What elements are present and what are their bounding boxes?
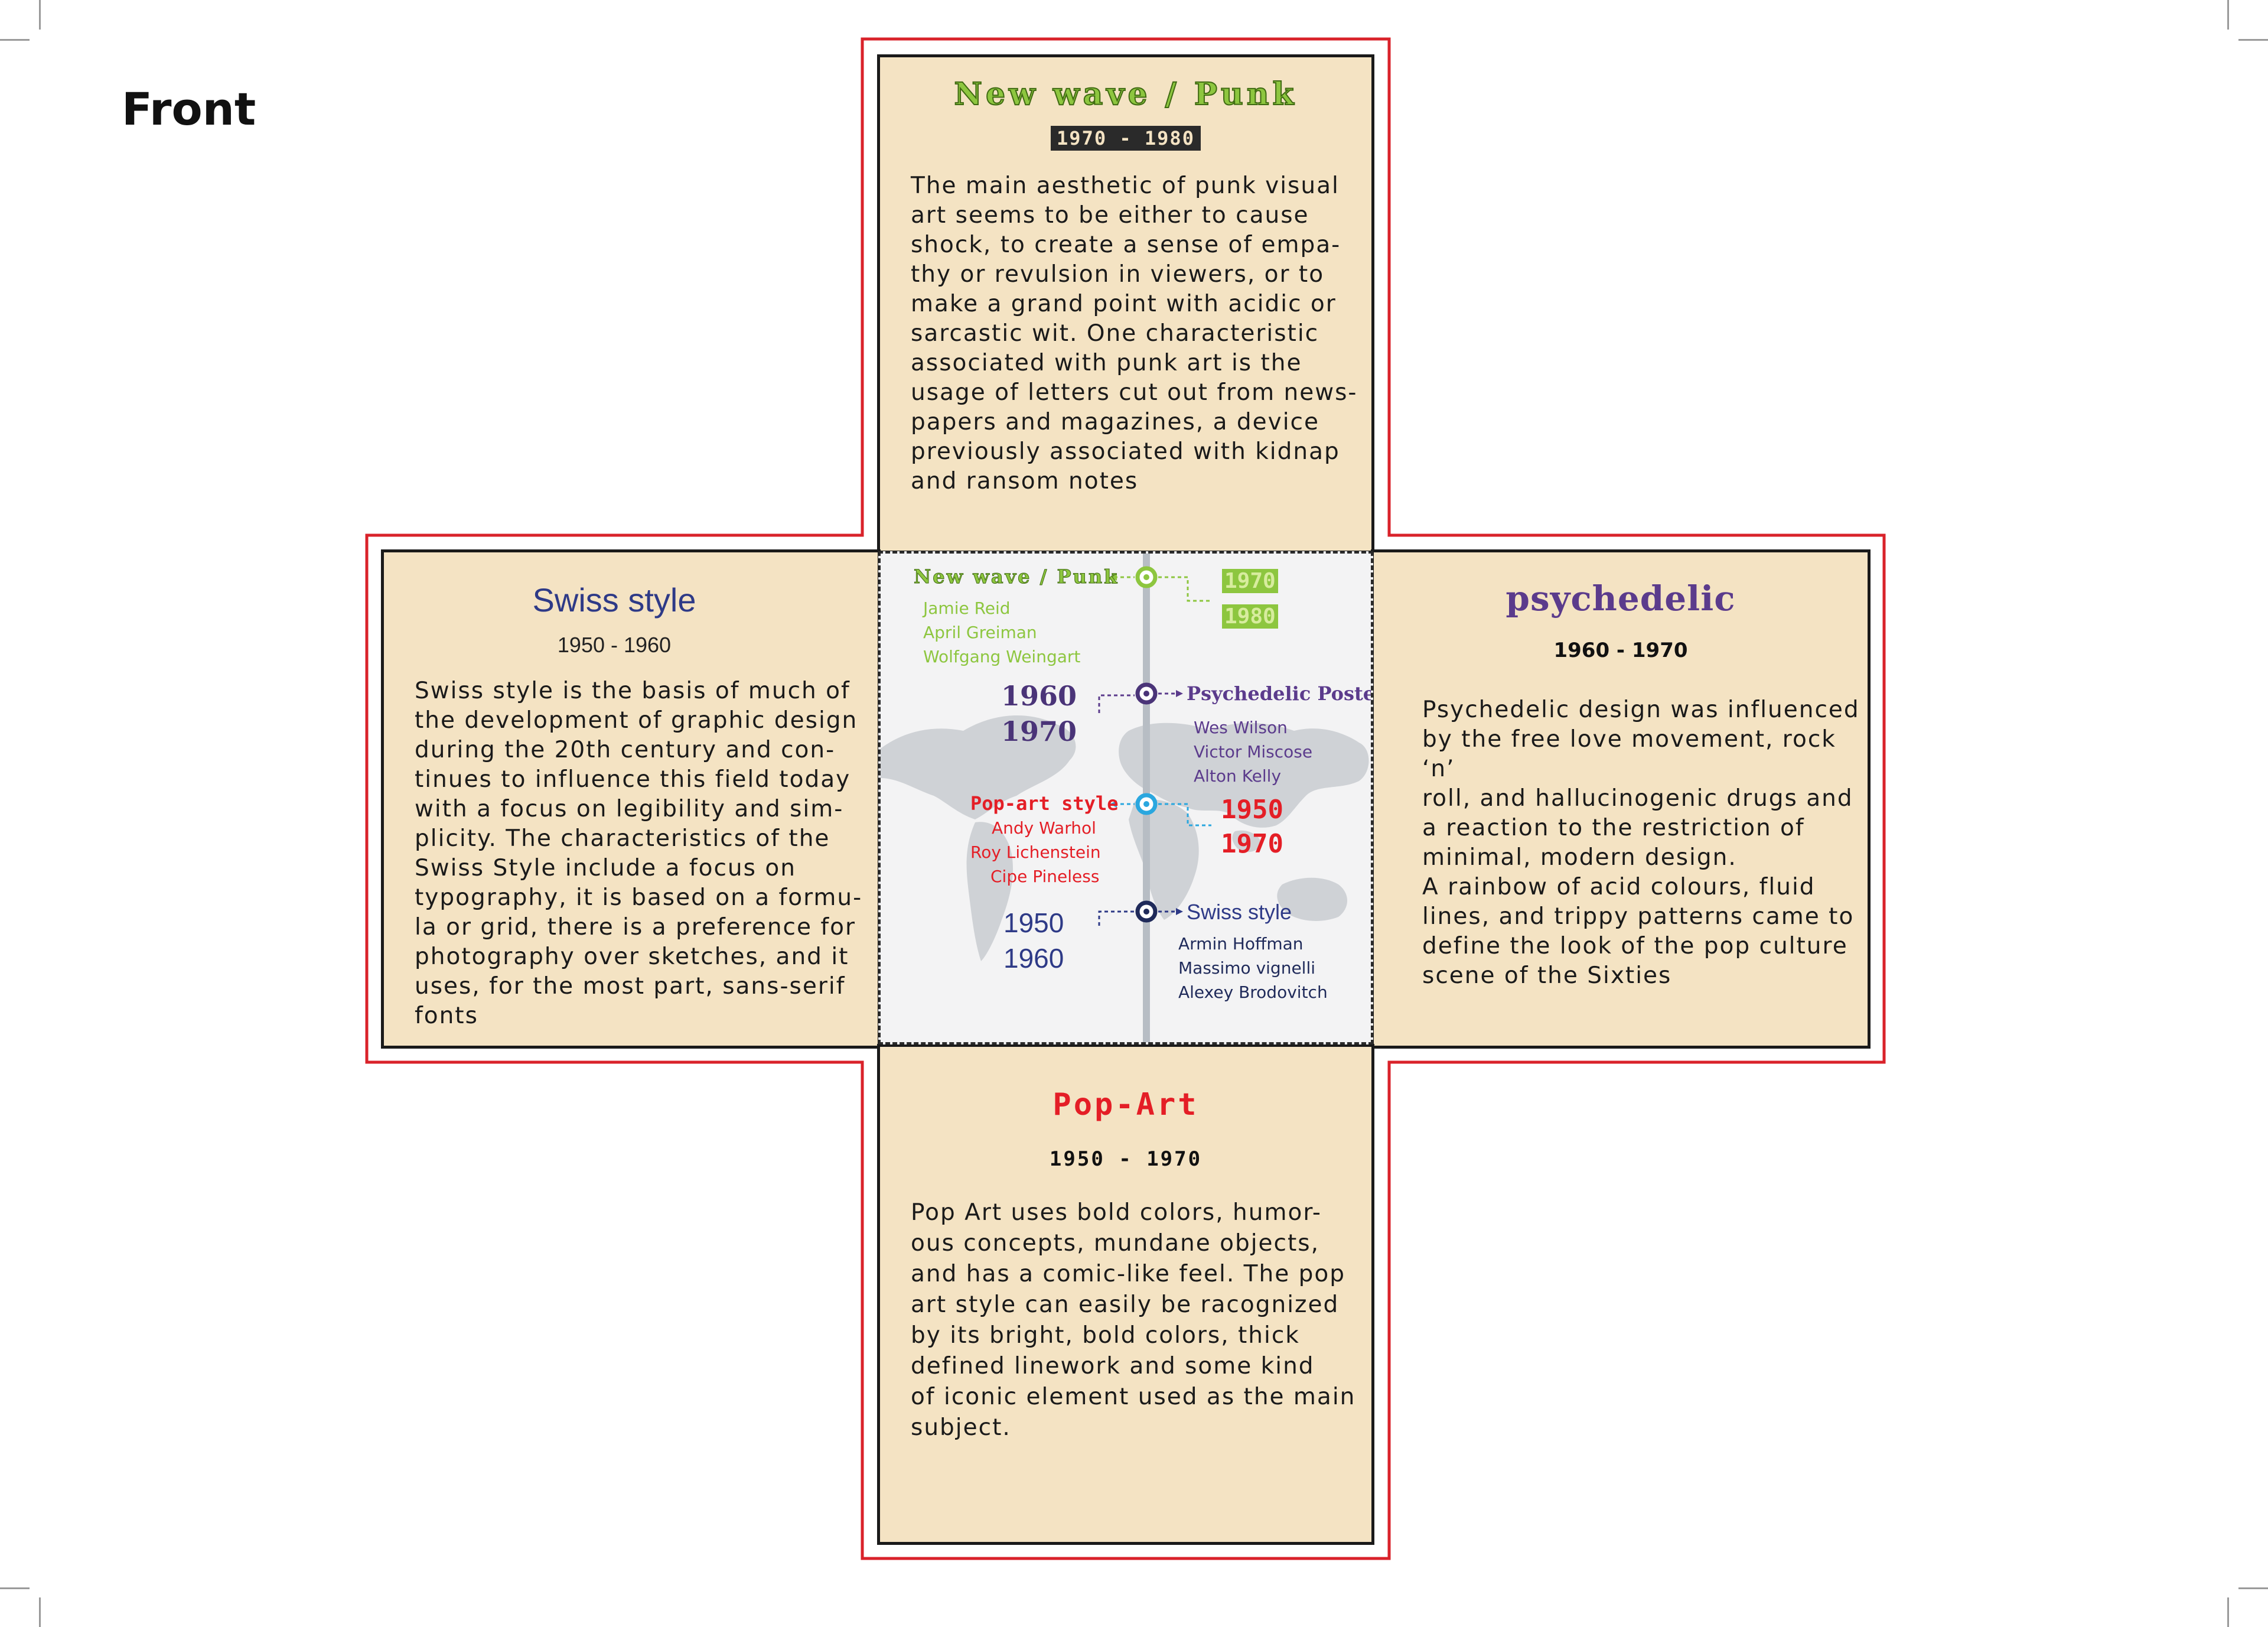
crop-mark: [39, 1597, 41, 1627]
timeline-end-year: 1970: [1221, 829, 1283, 859]
timeline-label-swiss: Swiss style: [1187, 900, 1292, 924]
timeline-artist: Alexey Brodovitch: [1178, 982, 1328, 1002]
panel-heading: Swiss style: [532, 581, 696, 619]
timeline-artist: Wolfgang Weingart: [923, 647, 1081, 666]
timeline-artist: Cipe Pineless: [990, 867, 1100, 886]
timeline-start-year: 1970: [1222, 569, 1278, 593]
timeline-artist: Roy Lichenstein: [970, 842, 1101, 862]
timeline-nodes: [1135, 566, 1158, 923]
page-title: Front: [122, 83, 256, 135]
timeline-start-year: 1950: [1221, 795, 1283, 825]
panel-body: The main aesthetic of punk visual art se…: [911, 173, 1358, 494]
crop-mark: [2227, 0, 2229, 30]
panel-heading: psychedelic: [1506, 578, 1736, 619]
crop-mark: [0, 1587, 30, 1589]
timeline-end-year: 1960: [1003, 943, 1064, 974]
crop-mark: [39, 0, 41, 30]
timeline-label-psychedelic: Psychedelic Poster: [1187, 682, 1373, 705]
timeline-artist: Jamie Reid: [923, 598, 1011, 618]
panel-swiss-style: Swiss style 1950 - 1960 Swiss style is t…: [381, 549, 881, 1049]
date-label: 1950 - 1960: [557, 633, 672, 657]
crop-mark: [2227, 1597, 2229, 1627]
timeline-artist: Massimo vignelli: [1178, 958, 1316, 978]
timeline-artist: Armin Hoffman: [1178, 934, 1304, 954]
timeline-artist: Victor Miscose: [1194, 742, 1313, 762]
crop-mark: [2238, 39, 2268, 41]
date-label: 1970 - 1980: [1051, 126, 1201, 151]
timeline-start-year: 1950: [1003, 907, 1064, 938]
timeline-label-punk: New wave / Punk: [913, 565, 1119, 588]
panel-pop-art: Pop-Art 1950 - 1970 Pop Art uses bold co…: [877, 1044, 1374, 1545]
panel-heading: Pop-Art: [1052, 1087, 1199, 1122]
timeline-artist: Andy Warhol: [992, 818, 1096, 838]
timeline-connectors: [1098, 574, 1211, 926]
timeline-artist: Wes Wilson: [1194, 718, 1288, 737]
date-range: 1970 - 1980: [880, 126, 1371, 151]
timeline-label-popart: Pop-art style: [970, 792, 1119, 815]
panel-new-wave-punk: New wave / Punk 1970 - 1980 The main aes…: [877, 54, 1374, 554]
timeline-end-year: 1980: [1222, 604, 1278, 629]
timeline-artist: Alton Kelly: [1194, 766, 1282, 786]
date-label: 1950 - 1970: [1049, 1147, 1203, 1171]
timeline-end-year: 1970: [1001, 715, 1077, 747]
date-label: 1960 - 1970: [1553, 639, 1688, 662]
crop-mark: [2238, 1587, 2268, 1589]
timeline-panel: New wave / Punk Jamie Reid April Greiman…: [878, 551, 1373, 1044]
timeline-artist: April Greiman: [923, 623, 1037, 642]
crop-mark: [0, 39, 30, 41]
panel-body: Psychedelic design was influenced by the…: [1422, 697, 1860, 989]
panel-body: Swiss style is the basis of much of the …: [415, 678, 863, 1029]
panel-body: Pop Art uses bold colors, humor- ous con…: [911, 1199, 1356, 1441]
panel-heading: New wave / Punk: [953, 76, 1298, 113]
panel-psychedelic: psychedelic 1960 - 1970 Psychedelic desi…: [1371, 549, 1871, 1049]
timeline-start-year: 1960: [1001, 680, 1077, 712]
